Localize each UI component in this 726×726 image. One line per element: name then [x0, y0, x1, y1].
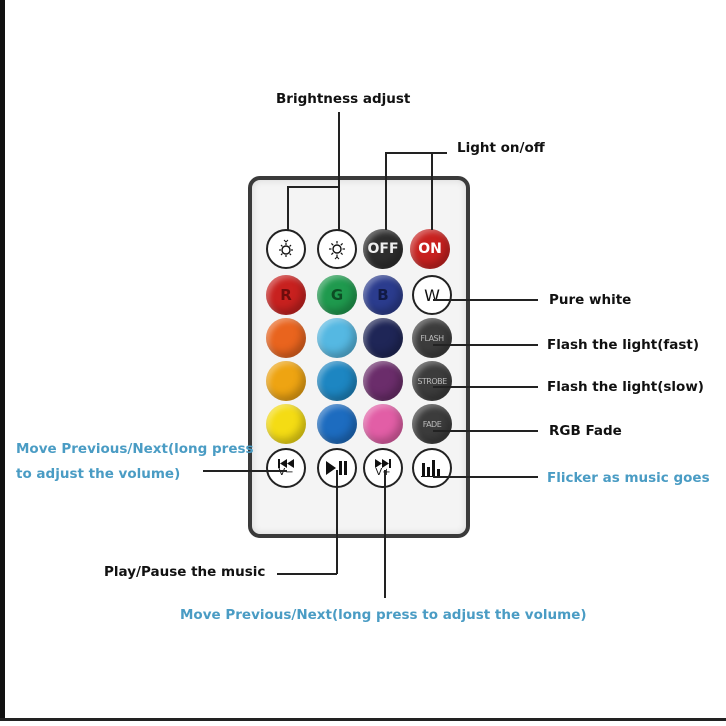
color-button-purple[interactable]: [363, 361, 403, 401]
play-pause-label: Play/Pause the music: [104, 564, 266, 580]
volume-up-label: V+: [375, 466, 391, 478]
flash-fast-leader: [433, 344, 538, 346]
red-button[interactable]: R: [266, 275, 306, 315]
move-previous-next-label-line1: Move Previous/Next(long press: [16, 441, 254, 457]
volume-down-label: V−: [278, 466, 294, 478]
rgb-fade-label: RGB Fade: [549, 423, 622, 439]
color-button-amber[interactable]: [266, 361, 306, 401]
color-button-cyan[interactable]: [317, 361, 357, 401]
color-button-navy[interactable]: [363, 318, 403, 358]
play-pause-icon: [326, 461, 347, 475]
move-bottom-leader: [384, 470, 386, 598]
blue-button[interactable]: B: [363, 275, 403, 315]
blue-button-label: B: [377, 286, 389, 304]
next-volume-up-button[interactable]: V+: [363, 448, 403, 488]
on-button-label: ON: [418, 241, 442, 257]
red-button-label: R: [280, 286, 292, 304]
image-frame-bottom: [0, 718, 726, 721]
color-button-light-blue[interactable]: [317, 318, 357, 358]
white-button[interactable]: W: [412, 275, 452, 315]
brightness-up-icon: [329, 241, 345, 260]
flash-slow-label: Flash the light(slow): [547, 379, 704, 395]
flash-slow-leader: [433, 386, 538, 388]
image-frame-left: [0, 0, 5, 720]
green-button-label: G: [330, 286, 344, 304]
move-previous-next-label-line2: to adjust the volume): [16, 466, 181, 482]
flash-button-label: FLASH: [420, 333, 444, 343]
play-pause-leader-vertical: [336, 470, 338, 574]
pure-white-label: Pure white: [549, 292, 632, 308]
onoff-bracket-left: [385, 152, 387, 230]
color-button-blue[interactable]: [317, 404, 357, 444]
brightness-bracket-line: [287, 186, 339, 188]
fade-button[interactable]: FADE: [412, 404, 452, 444]
equalizer-icon: [421, 460, 443, 477]
onoff-bracket-right: [431, 152, 433, 230]
flash-fast-label: Flash the light(fast): [547, 337, 700, 353]
rgb-fade-leader: [433, 430, 538, 432]
brightness-down-icon: [279, 239, 293, 257]
brightness-bracket-drop: [287, 186, 289, 230]
brightness-down-button[interactable]: [266, 229, 306, 269]
color-button-pink[interactable]: [363, 404, 403, 444]
white-button-label: W: [424, 285, 440, 305]
brightness-leader-line: [338, 112, 340, 230]
music-mode-button[interactable]: [412, 448, 452, 488]
color-button-orange[interactable]: [266, 318, 306, 358]
green-button[interactable]: G: [317, 275, 357, 315]
fade-button-label: FADE: [422, 419, 442, 429]
brightness-adjust-label: Brightness adjust: [276, 91, 411, 107]
move-left-leader: [203, 470, 287, 472]
flicker-leader: [433, 476, 538, 478]
play-pause-leader-horizontal: [277, 573, 337, 575]
brightness-up-button[interactable]: [317, 229, 357, 269]
strobe-button-label: STROBE: [417, 376, 447, 386]
pure-white-leader: [433, 299, 538, 301]
color-button-yellow[interactable]: [266, 404, 306, 444]
next-icon: [375, 458, 391, 468]
strobe-button[interactable]: STROBE: [412, 361, 452, 401]
light-onoff-label: Light on/off: [457, 140, 545, 156]
previous-volume-down-button[interactable]: V−: [266, 448, 306, 488]
off-button[interactable]: OFF: [363, 229, 403, 269]
on-button[interactable]: ON: [410, 229, 450, 269]
flash-button[interactable]: FLASH: [412, 318, 452, 358]
flicker-label: Flicker as music goes: [547, 470, 710, 486]
previous-icon: [278, 458, 294, 468]
onoff-bracket-top: [385, 152, 447, 154]
move-previous-next-bottom-label: Move Previous/Next(long press to adjust …: [180, 607, 587, 623]
off-button-label: OFF: [367, 241, 399, 257]
